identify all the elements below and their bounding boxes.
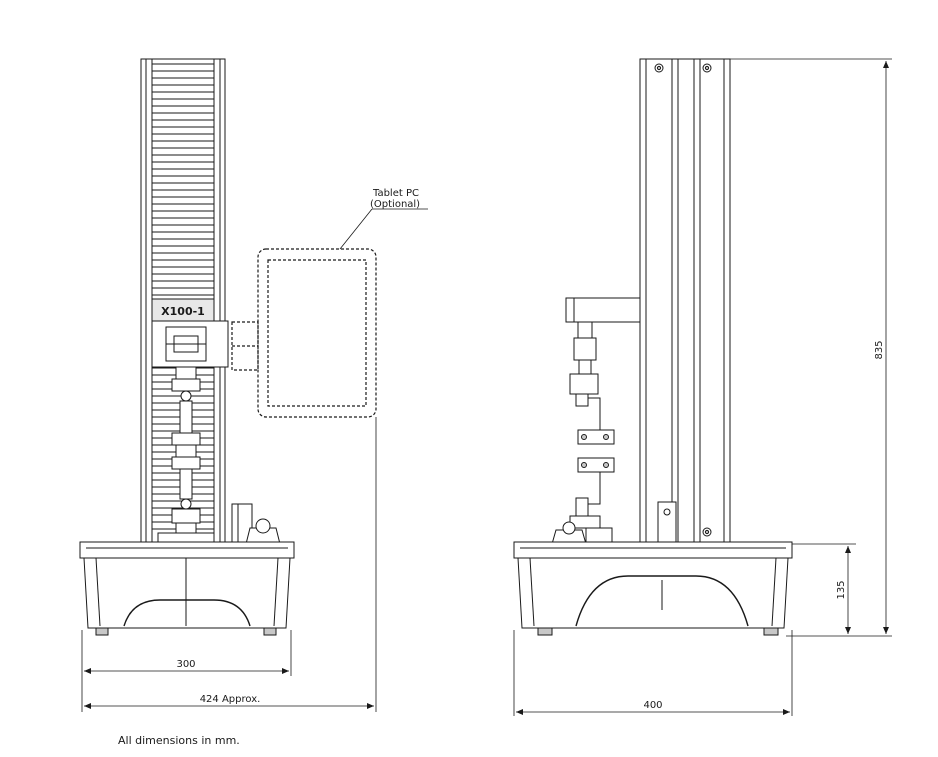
front-grips [157, 366, 215, 545]
front-dimensions: 300 424 Approx. [81, 417, 377, 712]
model-label: X100-1 [161, 305, 205, 318]
side-column [639, 58, 731, 545]
front-base [79, 541, 295, 636]
side-base [513, 541, 793, 636]
side-grips [551, 321, 615, 545]
front-view: X100-1 [79, 58, 428, 712]
dimensions-footnote: All dimensions in mm. [118, 734, 240, 747]
tablet-pc-optional-label: (Optional) [370, 199, 420, 210]
side-crosshead-arm [565, 297, 641, 323]
side-column-fixture [657, 501, 677, 545]
tablet-pc-outline: Tablet PC (Optional) [231, 188, 428, 418]
side-dimensions: 400 135 835 [513, 58, 892, 716]
dim-front-base-width: 300 [176, 659, 195, 670]
front-controls [231, 503, 281, 545]
dim-side-base-width: 400 [643, 700, 662, 711]
front-crosshead: X100-1 [151, 298, 229, 368]
dim-overall-width: 424 Approx. [200, 694, 261, 705]
dim-base-height: 135 [836, 580, 847, 599]
side-view: 400 135 835 [513, 58, 892, 716]
dim-overall-height: 835 [874, 340, 885, 359]
tablet-pc-label: Tablet PC [372, 188, 419, 199]
